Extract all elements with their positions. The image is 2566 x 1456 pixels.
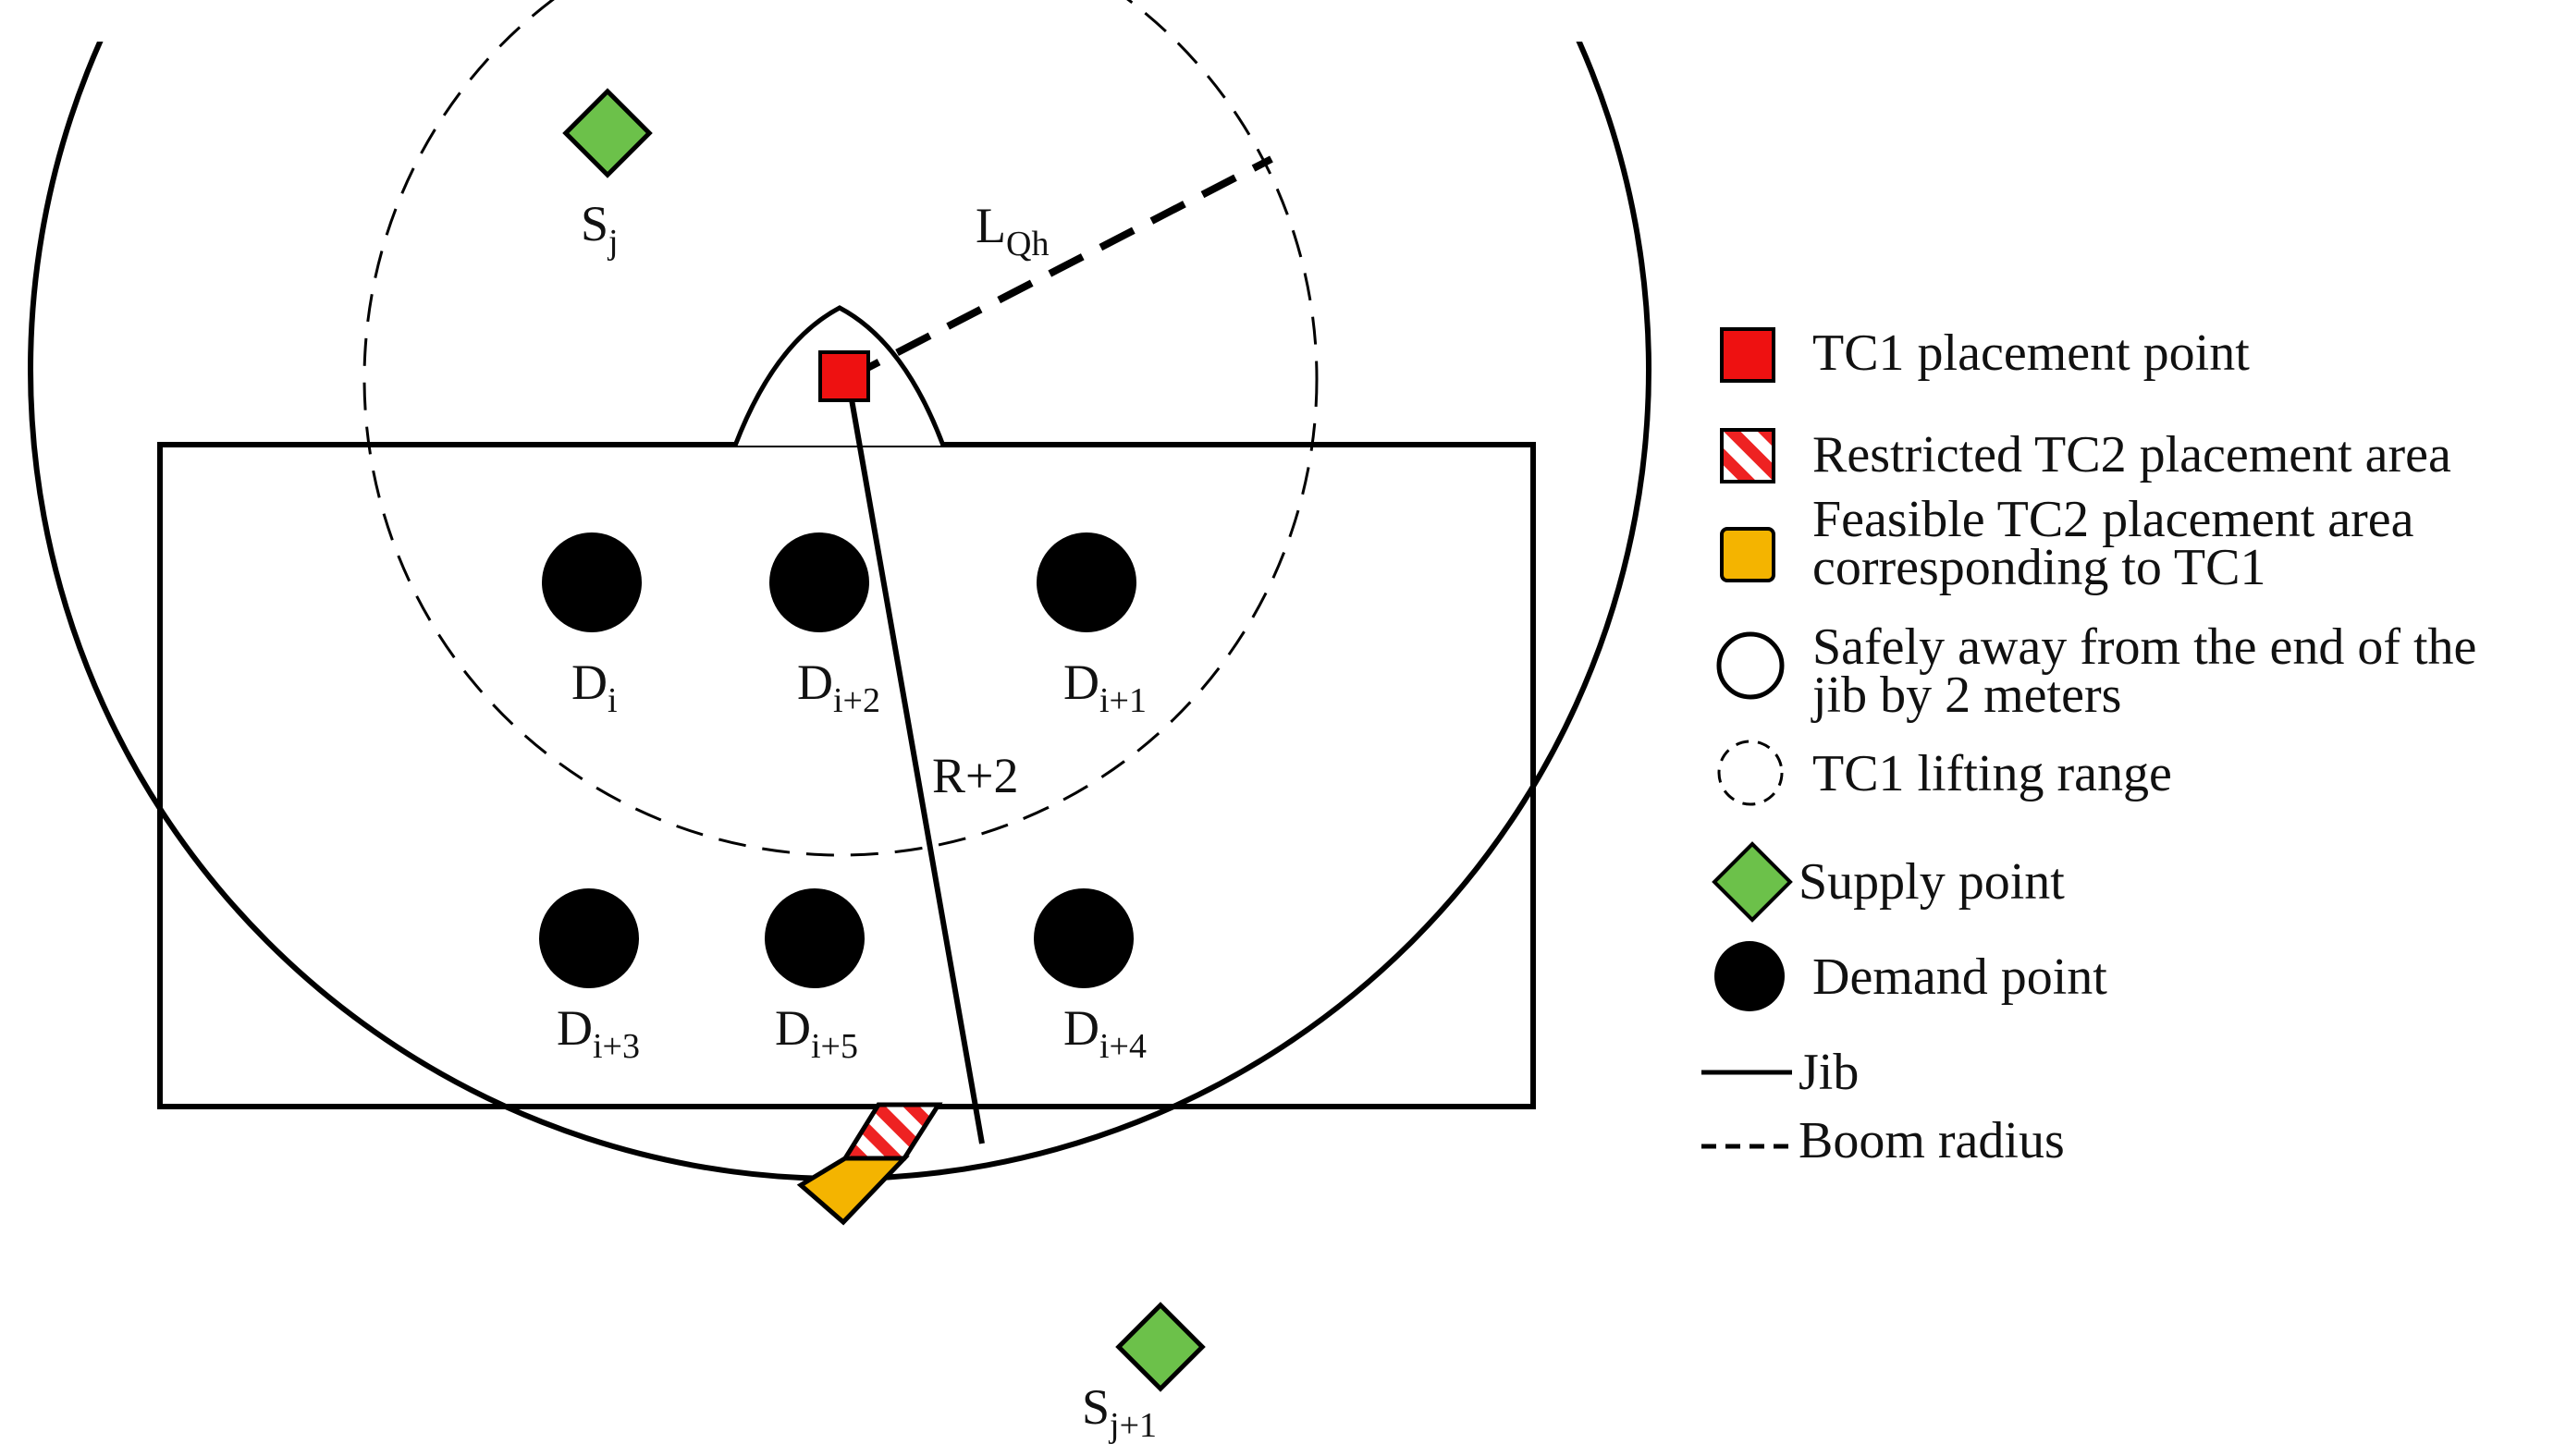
boom-radius-label: LQh (976, 198, 1049, 263)
jib-line (846, 383, 985, 1144)
legend-label: TC1 lifting range (1812, 745, 2172, 802)
supply-point-bottom (1115, 1302, 1206, 1392)
legend-item-lifting-range: TC1 lifting range (1717, 740, 2172, 806)
legend-item-restricted-area: Restricted TC2 placement area (1720, 426, 2451, 483)
circle-icon (1716, 631, 1785, 700)
legend-item-feasible-area: Feasible TC2 placement area correspondin… (1720, 491, 2414, 596)
demand-label: Di+1 (1063, 655, 1147, 720)
tc1-placement-point (818, 350, 870, 402)
legend-item-jib: Jib (1701, 1044, 1859, 1101)
demand-label: Di+4 (1063, 1000, 1147, 1066)
legend-label: Jib (1799, 1044, 1859, 1101)
demand-label: Di+3 (557, 1000, 640, 1066)
legend-item-safe-distance: Safely away from the end of the jib by 2… (1716, 618, 2476, 724)
legend: TC1 placement point Restricted TC2 place… (1701, 324, 2476, 1169)
red-square-icon (1720, 327, 1775, 383)
legend-item-tc1-placement: TC1 placement point (1720, 324, 2250, 383)
supply-label-top: Sj (581, 196, 619, 262)
boom-radius-line (844, 155, 1273, 383)
demand-point (1034, 888, 1134, 988)
demand-point (539, 888, 639, 988)
legend-label: Boom radius (1799, 1112, 2065, 1169)
supply-point-top (562, 88, 653, 178)
black-dot-icon (1714, 941, 1785, 1011)
striped-square-icon (1720, 428, 1775, 483)
green-diamond-icon (1712, 841, 1793, 923)
demand-label: Di+5 (775, 1000, 858, 1066)
supply-label-bottom: Sj+1 (1082, 1379, 1157, 1445)
demand-point (765, 888, 865, 988)
demand-point (769, 532, 869, 632)
legend-item-supply-point: Supply point (1712, 841, 2065, 923)
legend-label: TC1 placement point (1812, 324, 2250, 382)
legend-item-demand-point: Demand point (1714, 941, 2107, 1011)
orange-square-icon (1720, 527, 1775, 582)
dashed-circle-icon (1717, 740, 1784, 806)
legend-label: Feasible TC2 placement area (1812, 491, 2414, 548)
feasible-tc2-area (796, 1156, 910, 1226)
demand-label: Di (571, 655, 618, 720)
legend-label: jib by 2 meters (1811, 667, 2121, 724)
jib-radius-label: R+2 (932, 748, 1018, 803)
legend-label: Safely away from the end of the (1812, 618, 2476, 676)
demand-label: Di+2 (797, 655, 880, 720)
restricted-tc2-area (841, 1102, 943, 1161)
demand-point (1037, 532, 1136, 632)
legend-label: corresponding to TC1 (1812, 539, 2265, 596)
legend-item-boom-radius: Boom radius (1701, 1112, 2065, 1169)
legend-label: Restricted TC2 placement area (1812, 426, 2451, 483)
tc1-lifting-range-circle (362, 0, 1319, 857)
legend-label: Supply point (1799, 853, 2065, 911)
legend-label: Demand point (1812, 948, 2107, 1006)
demand-point (542, 532, 642, 632)
